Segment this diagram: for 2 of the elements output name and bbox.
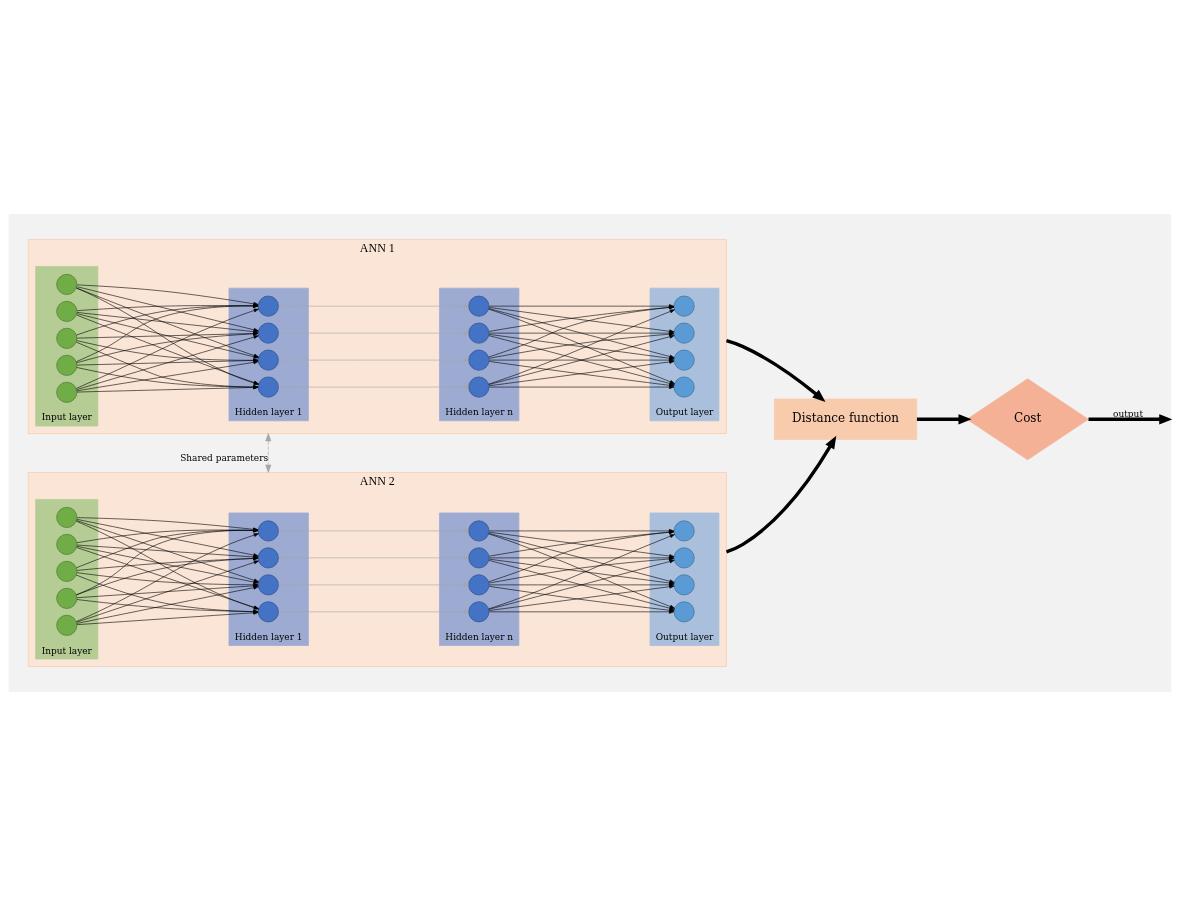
edge-label: Shared parameters xyxy=(180,452,269,463)
edge-label: output xyxy=(1113,408,1144,419)
